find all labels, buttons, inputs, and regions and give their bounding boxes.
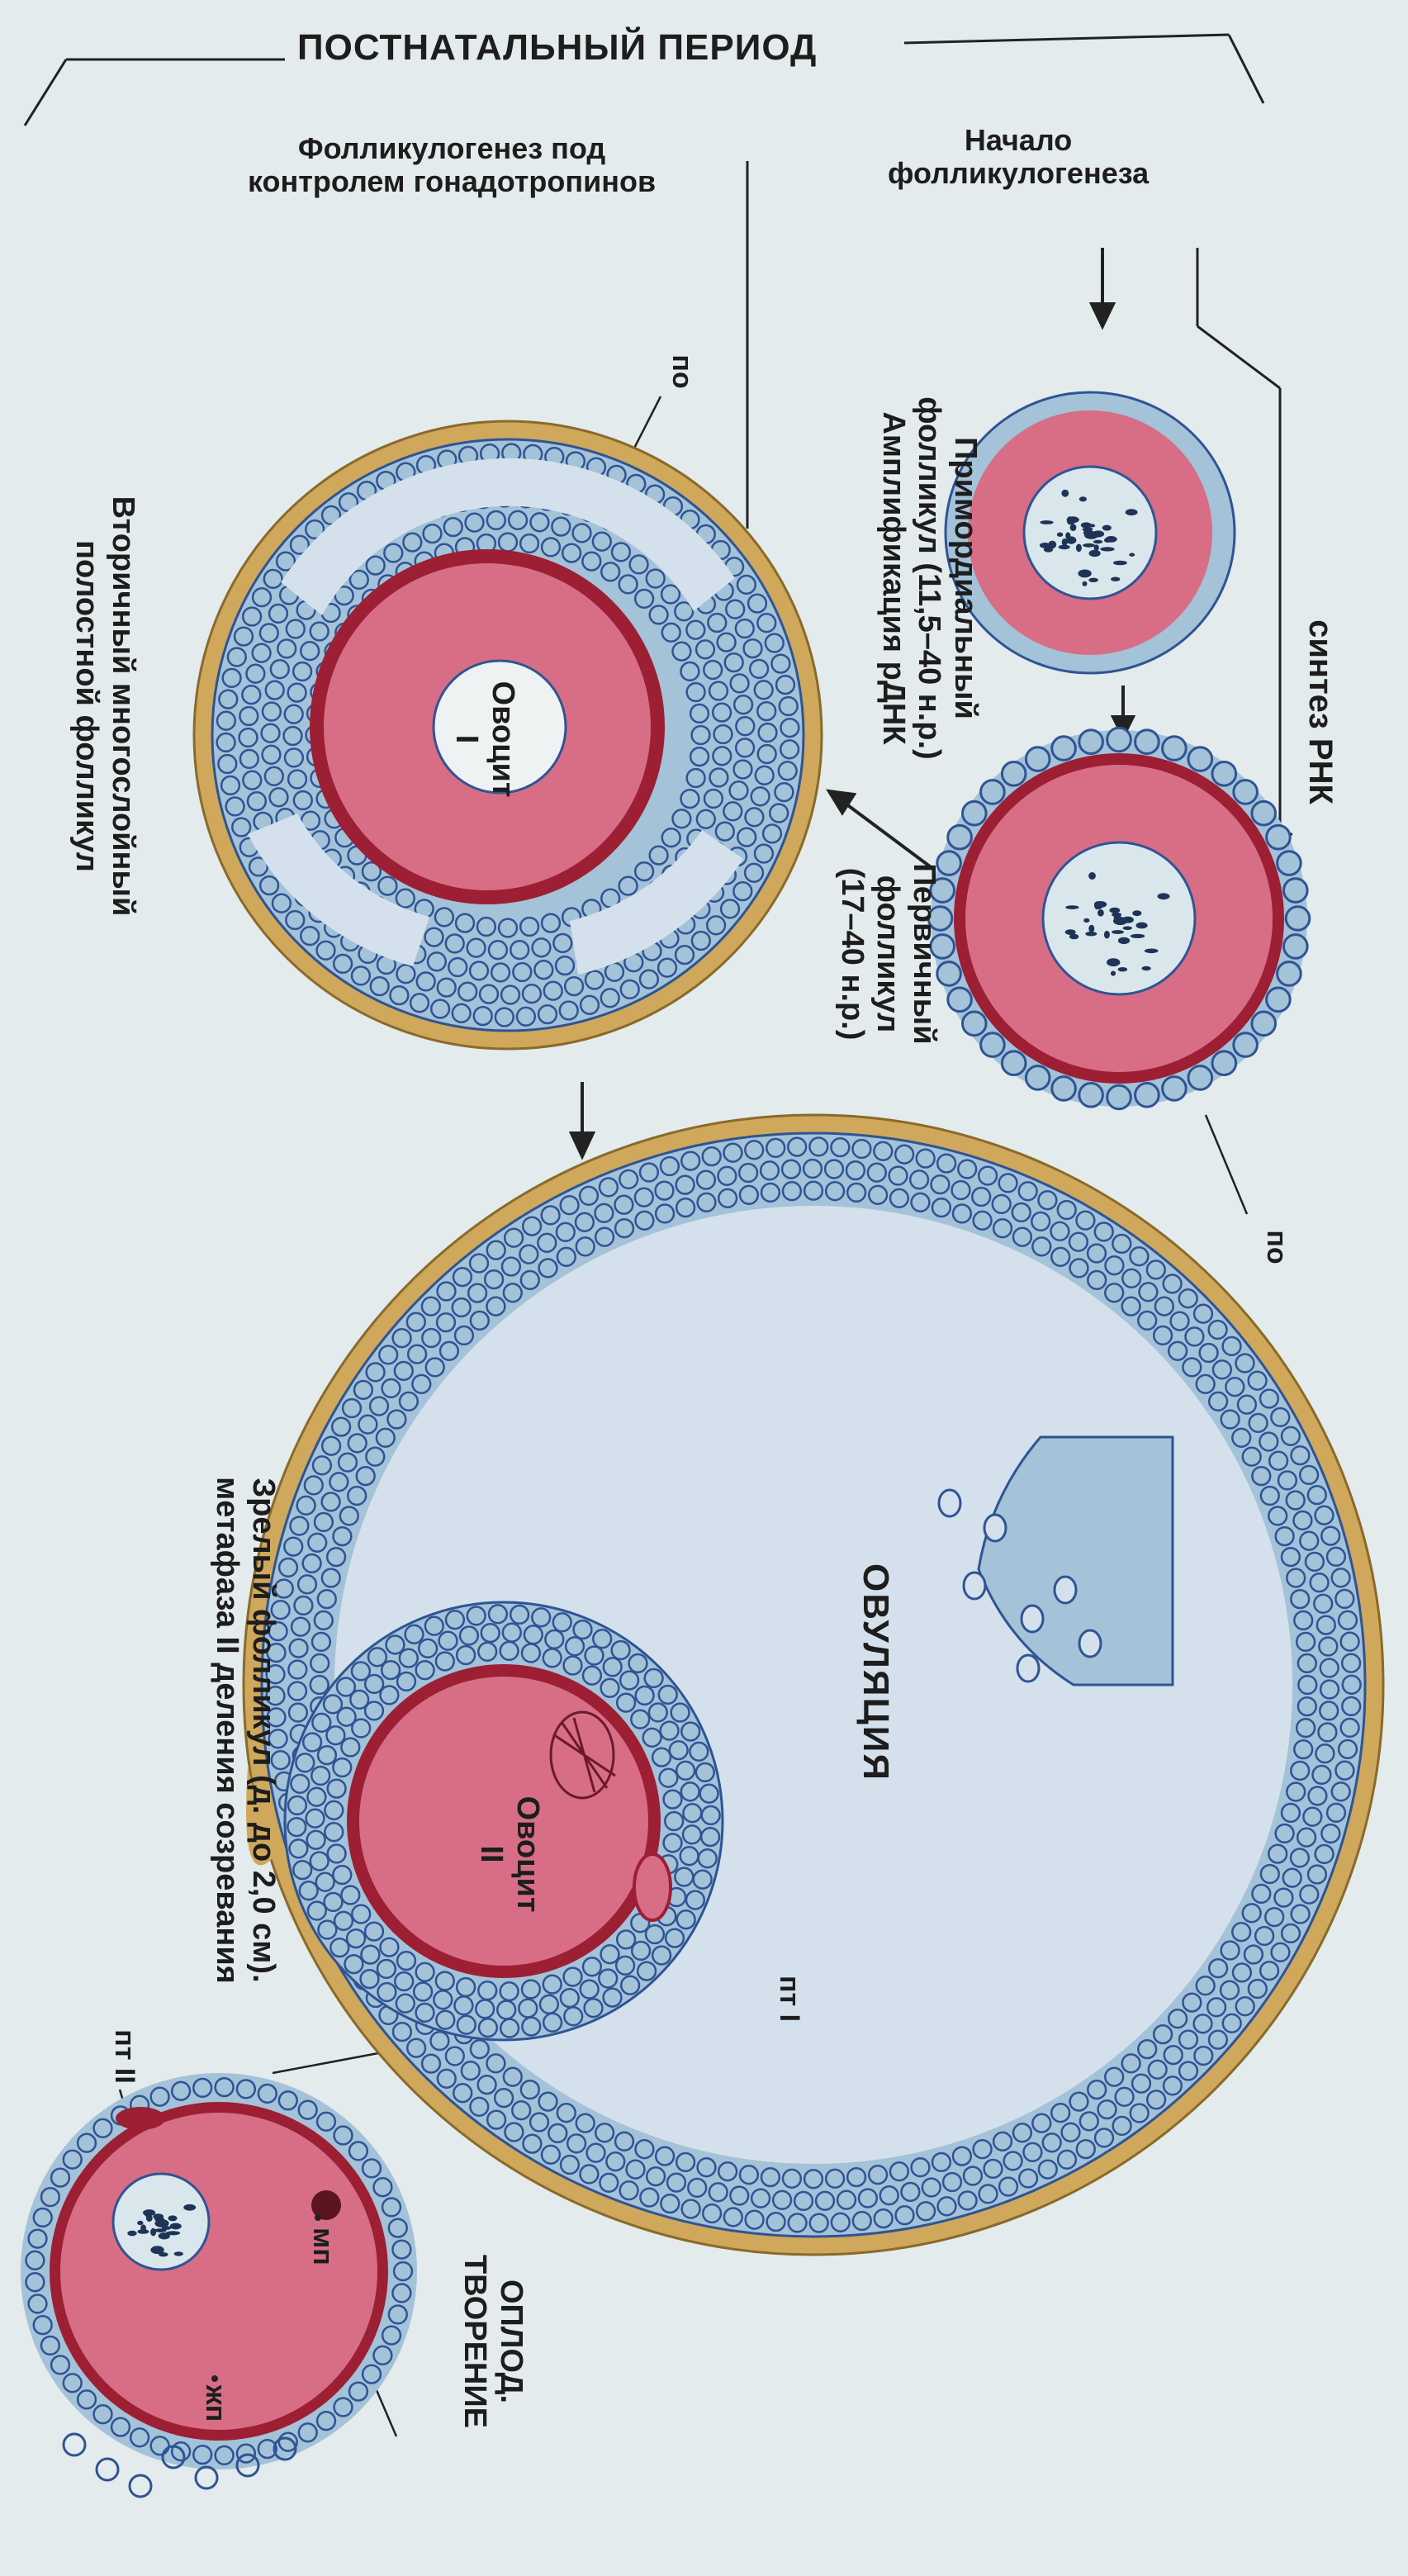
primary-label: Первичный фолликул (17–40 н.р.): [818, 830, 941, 1078]
secondary-label: Вторичный многослойный полостной фоллику…: [50, 475, 140, 937]
rna-synthesis-label: синтез РНК: [1303, 613, 1339, 811]
oocyte-two-line2: II: [473, 1776, 510, 1933]
fertilized-oocyte: [21, 2073, 417, 2497]
ovulation-label: ОВУЛЯЦИЯ: [855, 1524, 896, 1821]
primordial-follicle: [946, 392, 1235, 673]
fertilization-line1: ОПЛОД.: [492, 2246, 529, 2436]
male-pronucleus-label: мп: [306, 2218, 339, 2275]
primordial-label: Примордиальный фолликул (11,5–40 н.р.) А…: [851, 372, 983, 785]
fertilization-label: ОПЛОД. ТВОРЕНИЕ: [438, 2246, 529, 2436]
page-title: ПОСТНАТАЛЬНЫЙ ПЕРИОД: [297, 28, 817, 68]
po-label-top: по: [665, 347, 698, 396]
po-label-right: по: [1259, 1222, 1292, 1272]
primary-line1: Первичный: [905, 830, 941, 1078]
mature-line1: Зрелый фолликул (д. до 2,0 см).: [244, 1441, 281, 2019]
secondary-line1: Вторичный многослойный: [104, 475, 140, 937]
gonadotropin-label-line2: контролем гонадотропинов: [248, 165, 656, 198]
primary-line3: (17–40 н.р.): [833, 830, 870, 1078]
oocyte-two-label: Овоцит II: [471, 1776, 545, 1933]
polar-body-one-label: пт I: [772, 1953, 805, 2044]
mature-label: Зрелый фолликул (д. до 2,0 см). метафаза…: [190, 1441, 281, 2019]
folliculogenesis-start-label: Начало фолликулогенеза: [888, 124, 1149, 189]
oocyte-one-label: Овоцит I: [446, 661, 520, 818]
fertilization-line2: ТВОРЕНИЕ: [457, 2246, 493, 2436]
primary-line2: фолликул: [870, 830, 906, 1078]
primordial-line3: Амплификация рДНК: [875, 372, 911, 785]
oocyte-two-line1: Овоцит: [509, 1776, 545, 1933]
female-pronucleus-label: жп: [198, 2374, 231, 2432]
secondary-line2: полостной фолликул: [69, 475, 105, 937]
primordial-line1: Примордиальный: [946, 372, 983, 785]
primordial-line2: фолликул (11,5–40 н.р.): [911, 372, 947, 785]
mature-line2: метафаза II деления созревания: [209, 1441, 245, 2019]
start-label-line2: фолликулогенеза: [888, 157, 1149, 190]
oocyte-one-line1: Овоцит: [484, 661, 520, 818]
gonadotropin-label: Фолликулогенез под контролем гонадотропи…: [248, 132, 656, 197]
start-label-line1: Начало: [888, 124, 1149, 157]
oocyte-one-line2: I: [448, 661, 485, 818]
gonadotropin-label-line1: Фолликулогенез под: [248, 132, 656, 165]
primary-follicle: [928, 728, 1310, 1109]
polar-body-two-label: пт II: [107, 2007, 140, 2106]
mature-follicle: [244, 1115, 1383, 2255]
